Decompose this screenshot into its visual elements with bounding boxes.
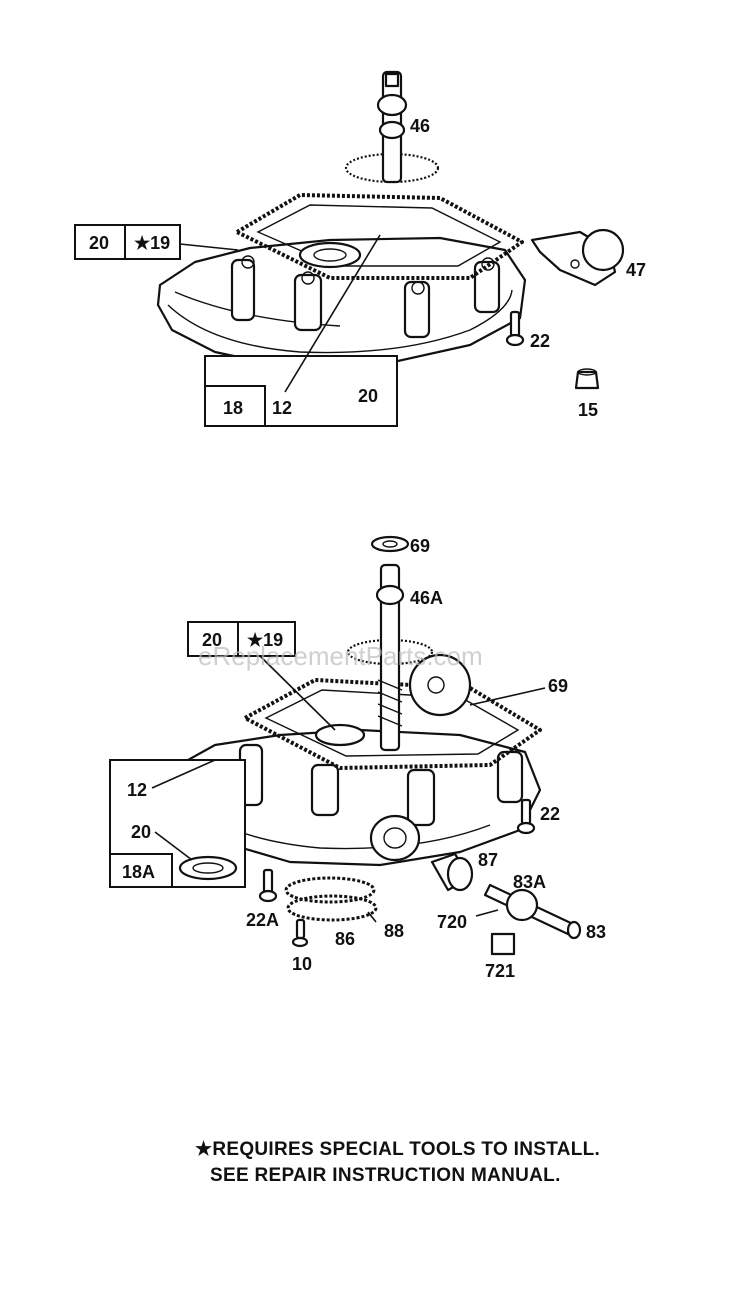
callout-20-seal: 20 [131, 822, 151, 842]
callout-88: 88 [384, 921, 404, 941]
callout-19: ★19 [134, 233, 170, 253]
callout-69-washer: 69 [410, 536, 430, 556]
callout-86: 86 [335, 929, 355, 949]
watermark: eReplacementParts.com [198, 641, 483, 671]
callout-18A: 18A [122, 862, 155, 882]
callout-22A: 22A [246, 910, 279, 930]
callout-15: 15 [578, 400, 598, 420]
callout-22: 22 [540, 804, 560, 824]
callout-19: ★19 [247, 630, 283, 650]
sump-base [156, 236, 527, 370]
top-assembly: 20 ★19 18 46 47 22 15 12 20 [74, 70, 646, 427]
shaft [483, 883, 582, 940]
sump-base [168, 728, 542, 867]
governor-bracket [530, 228, 625, 287]
gaskets [284, 876, 378, 922]
note-line-1: ★REQUIRES SPECIAL TOOLS TO INSTALL. [195, 1139, 601, 1160]
callout-69-gear: 69 [548, 676, 568, 696]
callout-box-20-19: 20 ★19 [187, 621, 296, 657]
bottom-assembly: 20 ★19 18A 69 46A 69 12 20 22 87 83A 83 … [109, 535, 606, 981]
callout-22: 22 [530, 331, 550, 351]
callout-20: 20 [202, 630, 222, 650]
callout-83A: 83A [513, 872, 546, 892]
callout-87: 87 [478, 850, 498, 870]
callout-10: 10 [292, 954, 312, 974]
callout-12: 12 [127, 780, 147, 800]
callout-18: 18 [223, 398, 243, 418]
bolt [258, 868, 278, 903]
camshaft [344, 70, 440, 184]
callout-721: 721 [485, 961, 515, 981]
camshaft [346, 563, 434, 752]
callout-46: 46 [410, 116, 430, 136]
callout-46A: 46A [410, 588, 443, 608]
bolt [505, 310, 525, 347]
callout-83: 83 [586, 922, 606, 942]
callout-box-18: 18 [204, 355, 398, 427]
callout-20-seal: 20 [358, 386, 378, 406]
bolt [516, 798, 536, 835]
bushing [430, 852, 474, 892]
callout-720: 720 [437, 912, 467, 932]
callout-20: 20 [89, 233, 109, 253]
plug [574, 368, 600, 390]
callout-12: 12 [272, 398, 292, 418]
bolt [291, 918, 309, 948]
gasket [243, 678, 542, 770]
callout-47: 47 [626, 260, 646, 280]
callout-box-20-19: 20 ★19 [74, 224, 181, 260]
note-line-2: SEE REPAIR INSTRUCTION MANUAL. [210, 1165, 561, 1186]
gear [408, 653, 472, 717]
